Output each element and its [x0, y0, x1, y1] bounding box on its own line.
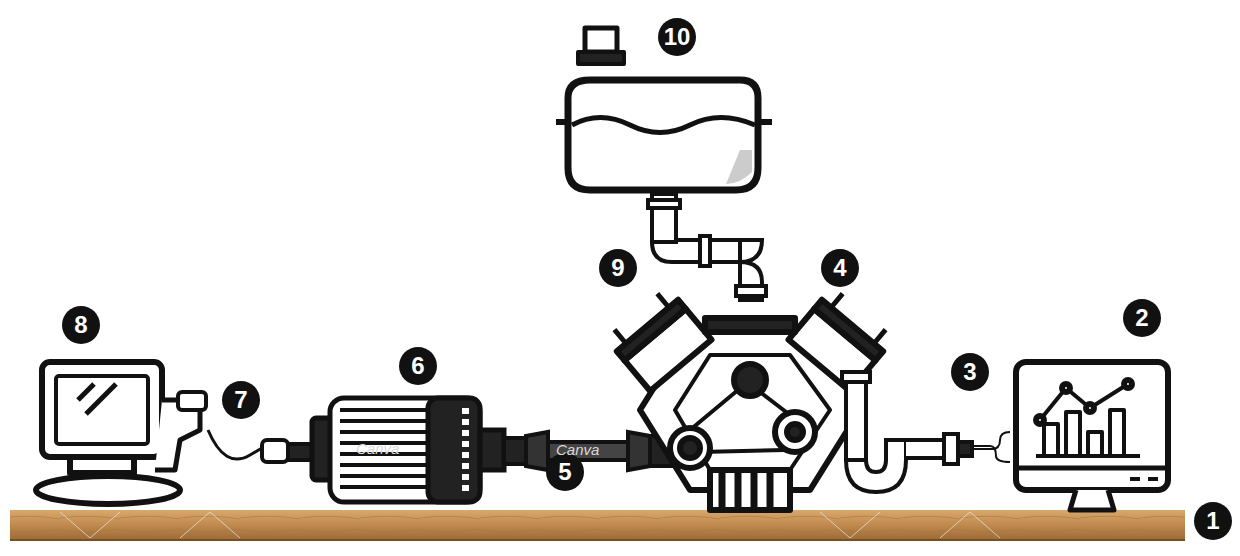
- callout-number: 3: [951, 353, 989, 391]
- callout-number: 7: [222, 381, 260, 419]
- callout-number: 8: [62, 306, 100, 344]
- watermark: Canva: [556, 441, 599, 458]
- callout-number: 6: [399, 347, 437, 385]
- exhaust-trap-pipe: [842, 372, 1010, 492]
- sensor-probe: [262, 440, 312, 462]
- drive-shaft: [504, 432, 680, 470]
- fuel-tank: [556, 28, 772, 190]
- data-monitor: [1016, 362, 1168, 510]
- ultrasound-monitor: [36, 362, 262, 504]
- callout-number: 10: [658, 18, 696, 56]
- callout-number: 9: [599, 249, 637, 287]
- callout-number: 5: [546, 453, 584, 491]
- electric-motor: [312, 398, 504, 502]
- feed-pipe: [648, 194, 766, 300]
- callout-number: 4: [821, 249, 859, 287]
- table: [10, 510, 1185, 540]
- callout-number: 1: [1194, 502, 1232, 540]
- watermark: Canva: [356, 440, 399, 457]
- callout-number: 2: [1123, 299, 1161, 337]
